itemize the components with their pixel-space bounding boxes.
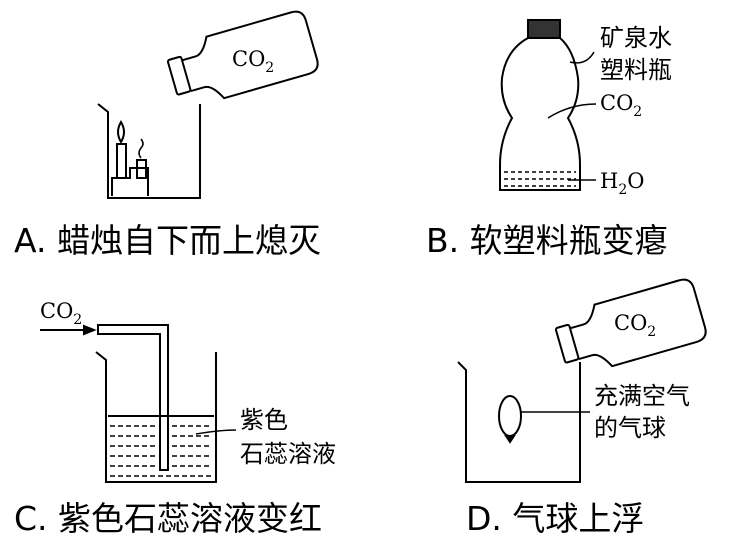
arrow-head-icon: [83, 324, 97, 336]
caption-a: A. 蜡烛自下而上熄灭: [14, 221, 321, 260]
flame-icon: [117, 120, 125, 144]
panel-d: CO2 充满空气 的气球 D. 气球上浮: [457, 278, 707, 538]
balloon-knot: [504, 435, 516, 444]
leader-bottle: [569, 51, 595, 64]
balloon-label-2: 的气球: [594, 414, 666, 442]
solution-label-2: 石蕊溶液: [240, 440, 336, 468]
delivery-tube: [97, 324, 169, 471]
candle-short: [136, 159, 147, 179]
smoke-icon: [138, 138, 144, 159]
h2o-label: H2O: [600, 169, 644, 198]
plastic-bottle: [499, 37, 581, 191]
co2-label-a: CO2: [232, 47, 274, 76]
co2-bottle-d: [554, 278, 707, 368]
panel-b: 矿泉水 塑料瓶 CO2 H2O B. 软塑料瓶变瘪: [426, 19, 672, 260]
co2-in-label: CO2: [40, 299, 82, 328]
balloon: [498, 395, 522, 437]
beaker-d: [457, 361, 581, 483]
leader-solution: [195, 429, 237, 435]
candle-tall: [116, 143, 127, 179]
panel-a: CO2 A. 蜡烛自下而上熄灭: [14, 10, 321, 260]
co2-label-b: CO2: [600, 91, 642, 120]
caption-d: D. 气球上浮: [466, 499, 644, 538]
caption-b: B. 软塑料瓶变瘪: [426, 221, 668, 260]
co2-bottle-a: [166, 10, 319, 100]
bottle-label-1: 矿泉水: [600, 24, 672, 52]
solution-label-1: 紫色: [240, 406, 288, 434]
bottle-label-2: 塑料瓶: [600, 56, 672, 84]
beaker-c: [95, 351, 217, 483]
solution-c: [110, 425, 212, 477]
water-b: [504, 171, 576, 187]
leader-co2-b: [547, 103, 597, 119]
panel-c: CO2 紫色 石蕊溶液 C. 紫色石蕊溶液变红: [14, 299, 336, 538]
steps: [111, 167, 149, 196]
balloon-label-1: 充满空气: [594, 382, 690, 410]
caption-c: C. 紫色石蕊溶液变红: [14, 499, 322, 538]
co2-label-d: CO2: [614, 311, 656, 340]
bottle-cap: [527, 19, 561, 39]
beaker-a: [97, 103, 201, 199]
